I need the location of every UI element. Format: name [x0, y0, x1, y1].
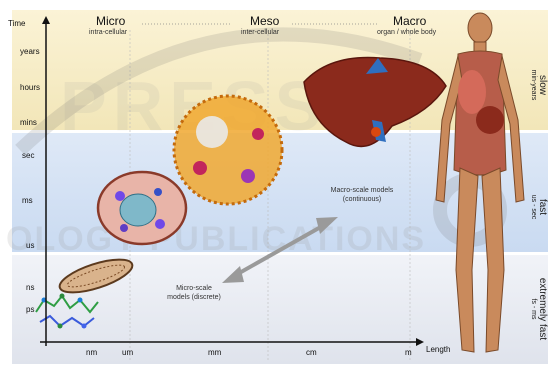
- x-tick-label: um: [122, 348, 133, 357]
- y-tick-label: ps: [26, 305, 34, 314]
- extremely-fast-band-title: extremely fast: [537, 262, 548, 356]
- micro-scale-models-label: Micro-scale models (discrete): [166, 284, 222, 302]
- fast-band-label: fast us - sec: [530, 172, 548, 242]
- slow-band-label: slow min-years: [530, 50, 548, 120]
- fast-band-title: fast: [537, 172, 548, 242]
- micro-scale-subtitle: intra-cellular: [89, 29, 127, 36]
- y-tick-label: sec: [22, 151, 34, 160]
- macro-scale-models-label: Macro-scale models (continuous): [330, 186, 394, 204]
- x-tick-label: mm: [208, 348, 221, 357]
- time-axis-arrowhead: [42, 16, 50, 24]
- y-tick-label: hours: [20, 83, 40, 92]
- macro-scale-title: Macro: [393, 14, 426, 28]
- y-tick-label: mins: [20, 118, 37, 127]
- y-tick-label: ms: [22, 196, 33, 205]
- y-tick-label: years: [20, 47, 40, 56]
- meso-scale-title: Meso: [250, 14, 279, 28]
- y-tick-label: us: [26, 241, 34, 250]
- length-axis-arrowhead: [416, 338, 424, 346]
- x-tick-label: m: [405, 348, 412, 357]
- slow-band-title: slow: [537, 50, 548, 120]
- y-tick-label: ns: [26, 283, 34, 292]
- x-axis-title: Length: [426, 345, 450, 354]
- extremely-fast-band-label: extremely fast fs - ms: [530, 262, 548, 356]
- slow-band-range: min-years: [530, 50, 537, 120]
- x-tick-label: nm: [86, 348, 97, 357]
- fast-band-range: us - sec: [530, 172, 537, 242]
- y-axis-title: Time: [8, 19, 25, 28]
- extremely-fast-band-range: fs - ms: [530, 262, 537, 356]
- meso-scale-subtitle: inter-cellular: [241, 29, 279, 36]
- macro-scale-subtitle: organ / whole body: [377, 29, 436, 36]
- micro-scale-title: Micro: [96, 14, 125, 28]
- x-tick-label: cm: [306, 348, 317, 357]
